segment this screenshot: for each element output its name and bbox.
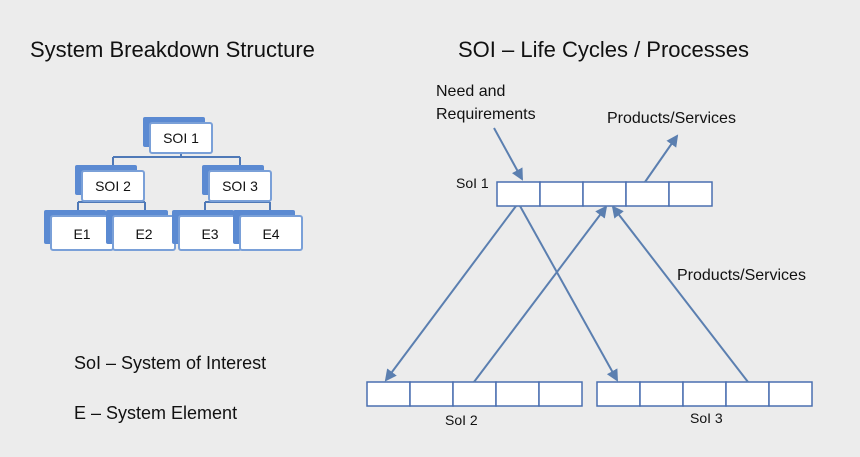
flow-arrows: [384, 127, 749, 383]
tree-node-e2: E2: [106, 210, 176, 251]
tree-node-soi3-label: SOI 3: [222, 178, 258, 194]
sol2-stage-2: [409, 381, 454, 407]
tree-node-e3: E3: [172, 210, 242, 251]
sol3-label: SoI 3: [690, 410, 723, 426]
tree-node-soi2: SOI 2: [75, 165, 145, 202]
sol2-stage-1: [366, 381, 411, 407]
need-label-line2: Requirements: [436, 106, 536, 123]
tree-node-soi1: SOI 1: [143, 117, 213, 154]
sol3-stage-4: [725, 381, 770, 407]
sol2-label: SoI 2: [445, 412, 478, 428]
tree-node-soi3: SOI 3: [202, 165, 272, 202]
sol2-to-sol1-arrow: [473, 205, 608, 383]
sol3-stage-5: [768, 381, 813, 407]
tree-node-soi2-label: SOI 2: [95, 178, 131, 194]
sol2-stage-4: [495, 381, 540, 407]
legend-soi: SoI – System of Interest: [74, 353, 267, 373]
tree-node-e4: E4: [233, 210, 303, 251]
sol3-lifecycle-row: [596, 381, 813, 407]
sol1-to-sol3-arrow: [519, 205, 618, 382]
sol2-stage-3: [452, 381, 497, 407]
sol1-stage-1: [496, 181, 541, 207]
tree-node-e2-label: E2: [135, 226, 152, 242]
sol3-to-sol1-arrow: [611, 205, 749, 383]
sol3-stage-2: [639, 381, 684, 407]
need-label-line1: Need and: [436, 83, 506, 100]
lifecycle-title: SOI – Life Cycles / Processes: [458, 37, 749, 62]
sol2-stage-5: [538, 381, 583, 407]
sol1-stage-4: [625, 181, 670, 207]
products-top-arrow: [644, 134, 679, 183]
products-label-right: Products/Services: [677, 267, 806, 284]
tree-node-e1: E1: [44, 210, 114, 251]
sol1-to-sol2-arrow: [384, 205, 517, 382]
sol2-lifecycle-row: [366, 381, 583, 407]
sol3-stage-1: [596, 381, 641, 407]
sol1-stage-3: [582, 181, 627, 207]
tree-node-e1-label: E1: [73, 226, 90, 242]
tree-node-e4-label: E4: [262, 226, 279, 242]
products-label-top: Products/Services: [607, 110, 736, 127]
sol1-stage-5: [668, 181, 713, 207]
tree-node-e3-label: E3: [201, 226, 218, 242]
sol1-lifecycle-row: [496, 181, 713, 207]
sol1-stage-2: [539, 181, 584, 207]
need-arrow: [493, 127, 523, 181]
sol1-label: SoI 1: [456, 175, 489, 191]
tree-node-soi1-label: SOI 1: [163, 130, 199, 146]
breakdown-title: System Breakdown Structure: [30, 37, 315, 62]
sol3-stage-3: [682, 381, 727, 407]
legend-element: E – System Element: [74, 403, 238, 423]
